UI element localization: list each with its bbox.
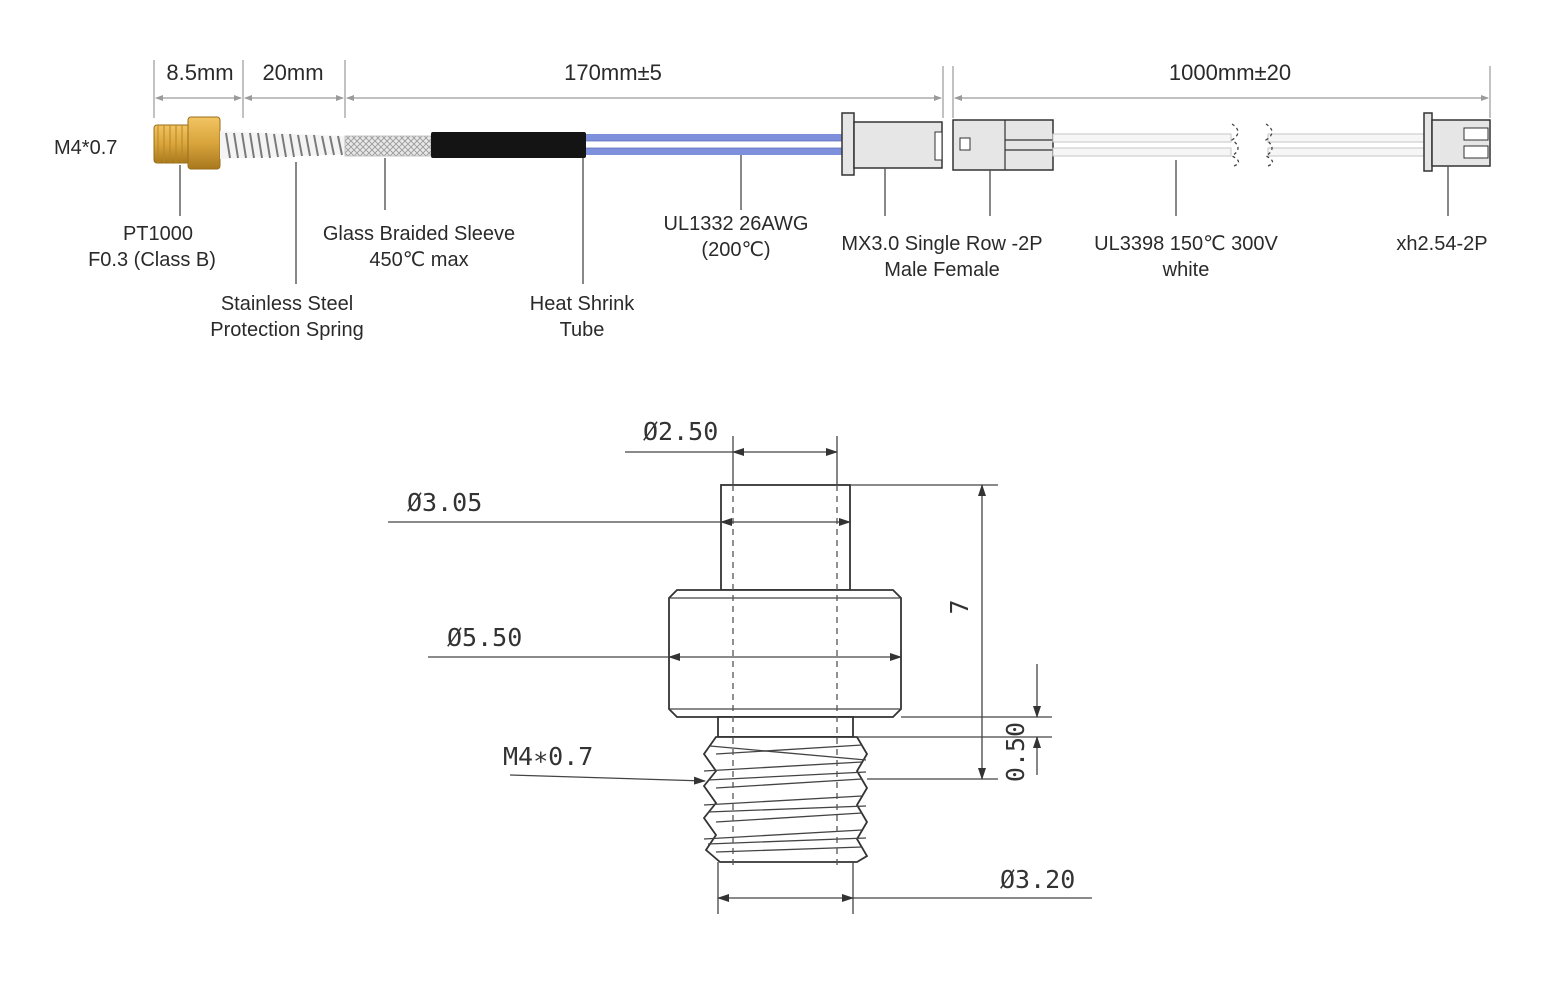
cable-assembly: 8.5mm 20mm 170mm±5 1000mm±20 M4*0.7 [54, 60, 1491, 341]
connector-mx-label: MX3.0 Single Row -2P [841, 233, 1042, 255]
dim-thread-label: M4∗0.7 [503, 742, 593, 771]
pt1000-label: PT1000 [123, 223, 193, 245]
dim-dia-5-50-label: Ø5.50 [447, 623, 522, 652]
callout-leaders [179, 155, 1449, 284]
wire-ul1332-label: UL1332 26AWG [664, 213, 809, 235]
heat-shrink-label: Heat Shrink [530, 293, 635, 315]
dim-dia-3-20: Ø3.20 [717, 862, 1092, 914]
brass-probe [153, 116, 221, 170]
xh-connector-label: xh2.54-2P [1396, 233, 1487, 255]
dimension-8-5mm: 8.5mm [166, 60, 233, 85]
dim-height-7: 7 [850, 484, 998, 780]
sleeve-temp-label: 450℃ max [369, 249, 468, 271]
break-symbol [1230, 123, 1274, 167]
spring-label-2: Protection Spring [210, 319, 363, 341]
dimension-170mm: 170mm±5 [564, 60, 662, 85]
thread-label: M4*0.7 [54, 137, 117, 159]
probe-hex-body [668, 589, 902, 718]
spring-label: Stainless Steel [221, 293, 353, 315]
connector-mx-label-2: Male Female [884, 259, 1000, 281]
dim-dia-3-05: Ø3.05 [388, 488, 851, 526]
dim-dia-3-20-label: Ø3.20 [1000, 865, 1075, 894]
thread-section [702, 736, 869, 863]
wire-ul3398-label: UL3398 150℃ 300V [1094, 233, 1278, 255]
extension-lines [153, 60, 1491, 118]
dim-height-7-label: 7 [945, 599, 974, 614]
white-wires [1052, 133, 1425, 157]
mx-female-connector [952, 119, 1054, 171]
sleeve-label: Glass Braided Sleeve [323, 223, 515, 245]
blue-wires [586, 134, 844, 155]
dim-dia-3-05-label: Ø3.05 [407, 488, 482, 517]
mx-male-connector [841, 112, 943, 176]
probe-tip-cylinder [720, 484, 851, 591]
wire-ul1332-temp-label: (200℃) [701, 239, 770, 261]
dim-dia-2-50-label: Ø2.50 [643, 417, 718, 446]
dim-step-0-50: 0.50 [857, 664, 1052, 782]
dim-step-0-50-label: 0.50 [1001, 722, 1030, 782]
probe-neck [717, 716, 854, 738]
dimension-1000mm: 1000mm±20 [1169, 60, 1291, 85]
dim-dia-2-50: Ø2.50 [625, 417, 838, 485]
pt1000-class-label: F0.3 (Class B) [88, 249, 216, 271]
heat-shrink-label-2: Tube [560, 319, 605, 341]
glass-braided-sleeve [344, 135, 432, 157]
dimension-20mm: 20mm [262, 60, 323, 85]
dim-thread: M4∗0.7 [503, 742, 706, 785]
wire-ul3398-color-label: white [1162, 259, 1210, 281]
dim-dia-5-50: Ø5.50 [428, 623, 902, 661]
protection-spring [220, 131, 345, 159]
probe-cad-drawing: Ø2.50 Ø3.05 Ø5.50 M4∗0.7 Ø3.20 [388, 417, 1092, 914]
xh-connector [1423, 112, 1491, 172]
heat-shrink-tube [431, 132, 586, 158]
